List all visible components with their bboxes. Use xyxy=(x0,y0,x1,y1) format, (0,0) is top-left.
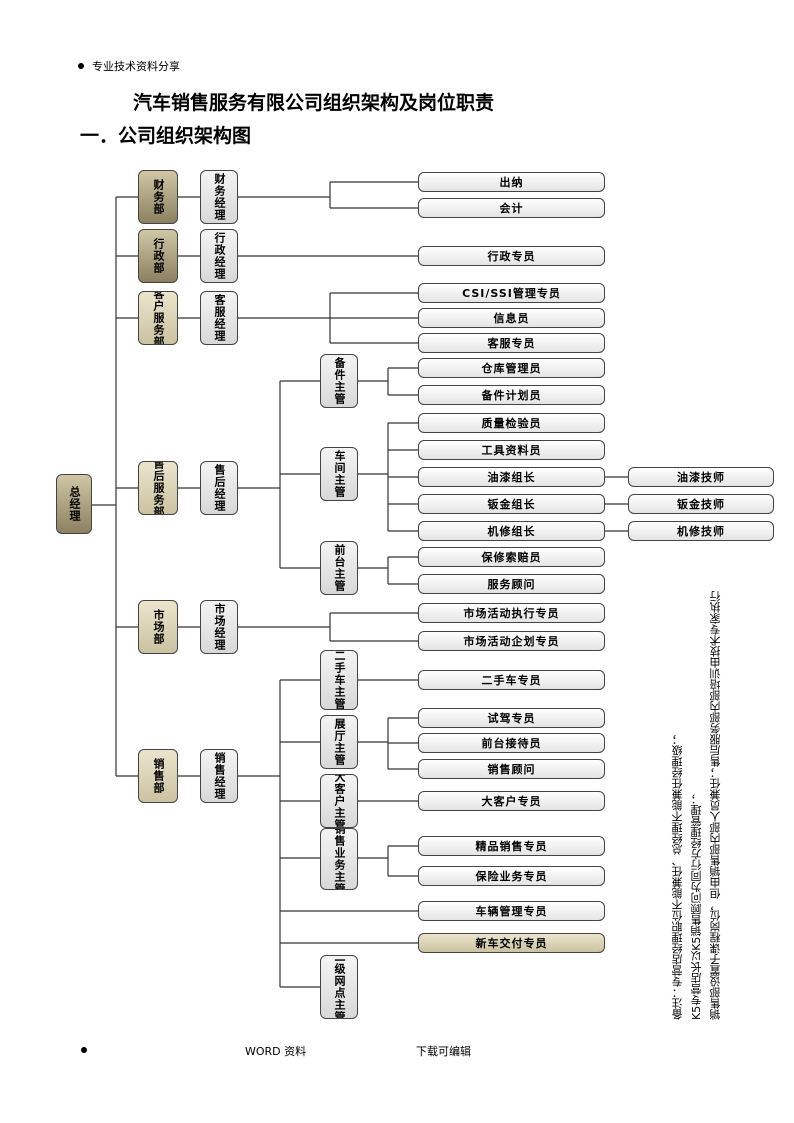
org-node-role-accountant: 会计 xyxy=(418,198,605,218)
org-node-role-sheet-lead: 钣金组长 xyxy=(418,494,605,514)
org-node-sup-frontdesk: 前台主管 xyxy=(320,541,358,595)
org-node-sup-parts: 备件主管 xyxy=(320,354,358,408)
org-node-role-service-adv: 服务顾问 xyxy=(418,574,605,594)
org-node-mgr-sales: 销售经理 xyxy=(200,749,238,803)
footer: WORD 资料 下载可编辑 xyxy=(0,1042,794,1062)
org-node-role-sheet-tech: 钣金技师 xyxy=(628,494,774,514)
org-node-mgr-finance: 财务经理 xyxy=(200,170,238,224)
org-node-role-paint-tech: 油漆技师 xyxy=(628,467,774,487)
org-node-role-mech-tech: 机修技师 xyxy=(628,521,774,541)
chart-notes: 备注：专营店经理职位不能兼任、总经理不能兼任经理级； K5专营店长以K5销售顾问… xyxy=(668,591,780,1020)
org-node-dept-market: 市场部 xyxy=(138,600,178,654)
note-line: 备注：专营店经理职位不能兼任、总经理不能兼任经理级； xyxy=(671,734,684,1020)
page-title: 汽车销售服务有限公司组织架构及岗位职责 xyxy=(133,92,495,114)
org-node-dept-customer: 客户服务部 xyxy=(138,291,178,345)
org-node-role-qc: 质量检验员 xyxy=(418,413,605,433)
org-node-role-info: 信息员 xyxy=(418,308,605,328)
org-node-sup-usedcar: 二手车主管 xyxy=(320,650,358,710)
org-node-role-bigcust-spec: 大客户专员 xyxy=(418,791,605,811)
org-node-mgr-market: 市场经理 xyxy=(200,600,238,654)
org-node-role-warehouse: 仓库管理员 xyxy=(418,358,605,378)
org-node-mgr-admin: 行政经理 xyxy=(200,229,238,283)
org-node-role-csi: CSI/SSI管理专员 xyxy=(418,283,605,303)
org-node-mgr-aftersales: 售后经理 xyxy=(200,461,238,515)
org-node-role-mech-lead: 机修组长 xyxy=(418,521,605,541)
org-node-dept-admin: 行政部 xyxy=(138,229,178,283)
org-node-sup-showroom: 展厅主管 xyxy=(320,715,358,769)
org-node-role-usedcar-spec: 二手车专员 xyxy=(418,670,605,690)
org-node-role-mkt-exec: 市场活动执行专员 xyxy=(418,603,605,623)
org-node-sup-bigcustomer: 大客户主管 xyxy=(320,774,358,828)
org-node-dept-finance: 财务部 xyxy=(138,170,178,224)
note-line: 销售部设置子课程岗位，但由销售部内部人员兼任；售后服务部内部培训由技术专家执行 xyxy=(709,591,722,1020)
section-heading: 一．公司组织架构图 xyxy=(80,125,252,147)
footer-right-text: 下载可编辑 xyxy=(416,1045,471,1058)
header: 专业技术资料分享 xyxy=(78,58,180,74)
bullet-icon xyxy=(78,63,84,69)
header-text: 专业技术资料分享 xyxy=(92,60,180,73)
org-node-role-showroom-info: 前台接待员 xyxy=(418,733,605,753)
org-node-general-manager: 总经理 xyxy=(56,474,92,534)
org-node-role-claim: 保修索赔员 xyxy=(418,547,605,567)
org-node-sup-network: 二级网点主管 xyxy=(320,955,358,1019)
org-node-role-delivery: 新车交付专员 xyxy=(418,933,605,953)
org-node-sup-workshop: 车间主管 xyxy=(320,447,358,501)
org-node-role-tools: 工具资料员 xyxy=(418,440,605,460)
org-node-role-vehicle-spec: 车辆管理专员 xyxy=(418,901,605,921)
footer-left-text: WORD 资料 xyxy=(245,1045,307,1058)
org-node-role-prod-spec: 精品销售专员 xyxy=(418,836,605,856)
note-line: K5专营店长以K5销售顾问为同行方经理管理； xyxy=(690,793,703,1020)
org-node-dept-aftersales: 售后服务部 xyxy=(138,461,178,515)
org-node-role-mkt-plan: 市场活动企划专员 xyxy=(418,631,605,651)
org-node-role-paint-lead: 油漆组长 xyxy=(418,467,605,487)
org-node-role-parts-plan: 备件计划员 xyxy=(418,385,605,405)
org-node-sup-business: 销售业务主管 xyxy=(320,828,358,890)
bullet-icon xyxy=(81,1047,87,1053)
org-node-mgr-customer: 客服经理 xyxy=(200,291,238,345)
org-node-role-complaint: 客服专员 xyxy=(418,333,605,353)
org-node-role-admin-clerk: 行政专员 xyxy=(418,246,605,266)
org-node-role-cashier: 出纳 xyxy=(418,172,605,192)
org-node-role-reception: 试驾专员 xyxy=(418,708,605,728)
org-node-role-ins-spec: 保险业务专员 xyxy=(418,866,605,886)
org-node-role-sales-adv: 销售顾问 xyxy=(418,759,605,779)
org-node-dept-sales: 销售部 xyxy=(138,749,178,803)
